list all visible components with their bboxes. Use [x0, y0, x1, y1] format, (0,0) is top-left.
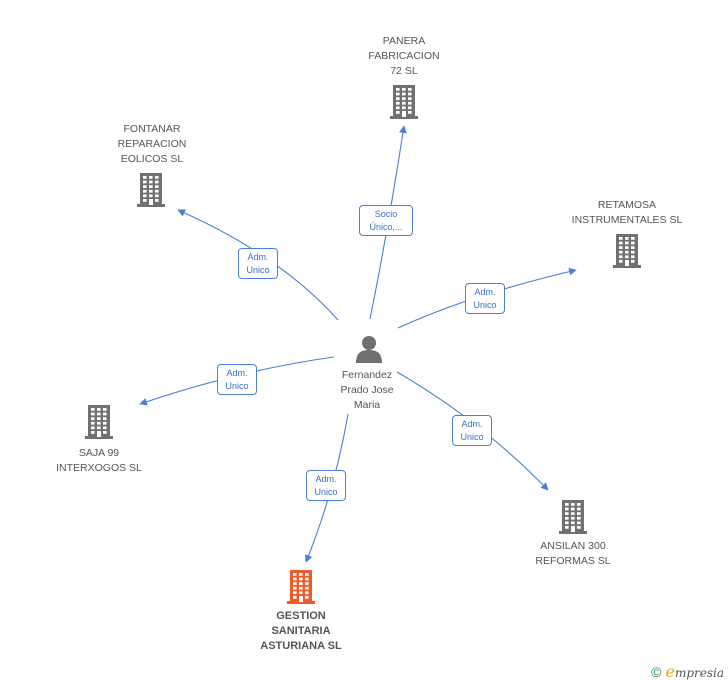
person-name-line: Prado Jose — [340, 384, 394, 396]
company-label-retamosa[interactable]: RETAMOSA INSTRUMENTALES SL — [572, 198, 683, 228]
company-label-line: FABRICACION — [368, 50, 440, 62]
person-node[interactable] — [354, 334, 384, 364]
relation-line: Adm. — [315, 474, 337, 484]
company-label-line: SAJA 99 — [78, 447, 120, 459]
copyright-symbol: © — [651, 664, 662, 680]
company-label-line: RETAMOSA — [597, 199, 657, 211]
relation-line: Unico — [314, 487, 338, 497]
company-label-panera[interactable]: PANERA FABRICACION 72 SL — [368, 34, 439, 79]
relation-line: Unico — [473, 300, 497, 310]
empresia-logo-text: mpresia — [674, 666, 724, 680]
relation-line: Unico — [246, 265, 270, 275]
company-label-gestion[interactable]: GESTION SANITARIA ASTURIANA SL — [260, 609, 341, 654]
company-label-line: 72 SL — [390, 65, 418, 77]
company-label-line: REPARACION — [117, 138, 187, 150]
relation-line: Adm. — [461, 419, 483, 429]
building-icon[interactable] — [137, 173, 165, 212]
building-icon[interactable] — [287, 570, 315, 609]
person-icon — [356, 336, 382, 363]
person-name[interactable]: Fernandez Prado Jose Maria — [340, 368, 393, 413]
building-icon[interactable] — [613, 234, 641, 273]
relation-line: Adm. — [474, 287, 496, 297]
person-name-line: Maria — [353, 399, 381, 411]
relation-label-fontanar[interactable]: Adm. Unico — [238, 248, 278, 279]
building-icon[interactable] — [85, 405, 113, 444]
company-label-line: INTERXOGOS SL — [56, 462, 142, 474]
company-label-line: ASTURIANA SL — [260, 640, 342, 652]
company-label-line: EOLICOS SL — [120, 153, 184, 165]
empresia-logo-initial: e — [665, 662, 675, 681]
company-label-line: PANERA — [382, 35, 426, 47]
person-name-line: Fernandez — [341, 369, 393, 381]
building-icon[interactable] — [390, 85, 418, 124]
company-label-ansilan[interactable]: ANSILAN 300 REFORMAS SL — [535, 539, 610, 569]
company-label-line: ANSILAN 300 — [540, 540, 606, 552]
company-label-fontanar[interactable]: FONTANAR REPARACION EOLICOS SL — [118, 122, 187, 167]
company-label-line: SANITARIA — [271, 625, 331, 637]
relation-line: Unico — [225, 381, 249, 391]
company-label-line: INSTRUMENTALES SL — [571, 214, 683, 226]
relation-label-ansilan[interactable]: Adm. Unico — [452, 415, 492, 446]
company-label-line: REFORMAS SL — [535, 555, 611, 567]
relation-label-gestion[interactable]: Adm. Unico — [306, 470, 346, 501]
relation-label-saja[interactable]: Adm. Unico — [217, 364, 257, 395]
relation-line: Socio — [374, 209, 398, 219]
relation-line: Único,... — [369, 222, 403, 232]
relation-label-panera[interactable]: Socio Único,... — [359, 205, 413, 236]
relation-line: Adm. — [247, 252, 269, 262]
empresia-copyright[interactable]: ©empresia — [651, 662, 724, 681]
relation-line: Unico — [460, 432, 484, 442]
company-label-line: GESTION — [276, 610, 326, 622]
company-label-saja[interactable]: SAJA 99 INTERXOGOS SL — [56, 446, 142, 476]
building-icon[interactable] — [559, 500, 587, 539]
relation-line: Adm. — [226, 368, 248, 378]
relation-label-retamosa[interactable]: Adm. Unico — [465, 283, 505, 314]
company-label-line: FONTANAR — [123, 123, 181, 135]
